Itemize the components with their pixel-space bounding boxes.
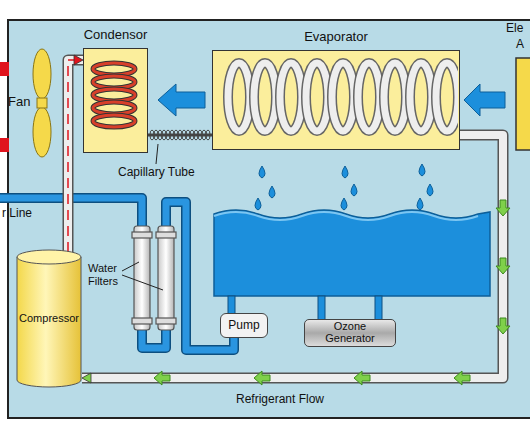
compressor: Compressor (16, 248, 82, 388)
refrigerant-pipe (68, 55, 83, 252)
ozone-generator: Ozone Generator (304, 319, 396, 347)
pump-box: Pump (220, 313, 268, 338)
compressor-label: Compressor (19, 312, 79, 324)
capillary-label: Capillary Tube (118, 166, 195, 180)
component-title: Evaporator (304, 29, 368, 44)
water-body (214, 210, 490, 296)
fan-terminal (0, 138, 9, 152)
heater-element (516, 58, 530, 150)
fan-terminal (0, 62, 9, 76)
arrowhead (74, 55, 83, 65)
evaporator-box: Evaporator (212, 50, 460, 150)
fan-label: Fan (8, 94, 30, 109)
ozone-label: Ozone Generator (322, 321, 378, 344)
refrigerant-pipe (82, 135, 503, 383)
water-filter (132, 226, 176, 330)
capillary-coil (150, 130, 210, 140)
fan: Fan (4, 48, 60, 158)
component-title: Condensor (84, 27, 148, 42)
housing-panel (8, 20, 530, 418)
water-drops (255, 164, 433, 210)
condenser-box: Condensor (83, 48, 148, 153)
flow-arrow (154, 200, 510, 385)
pump-label: Pump (228, 319, 259, 332)
cut-label: Ele (506, 22, 523, 36)
flow-label: Refrigerant Flow (236, 393, 324, 407)
condenser-coil (84, 49, 146, 151)
water-line-label: r Line (2, 207, 32, 221)
cut-label: A (516, 38, 524, 52)
evaporator-coil (213, 51, 458, 148)
filter-label: Water Filters (88, 262, 128, 287)
water-highlight (214, 212, 478, 220)
arrowhead (82, 373, 91, 383)
